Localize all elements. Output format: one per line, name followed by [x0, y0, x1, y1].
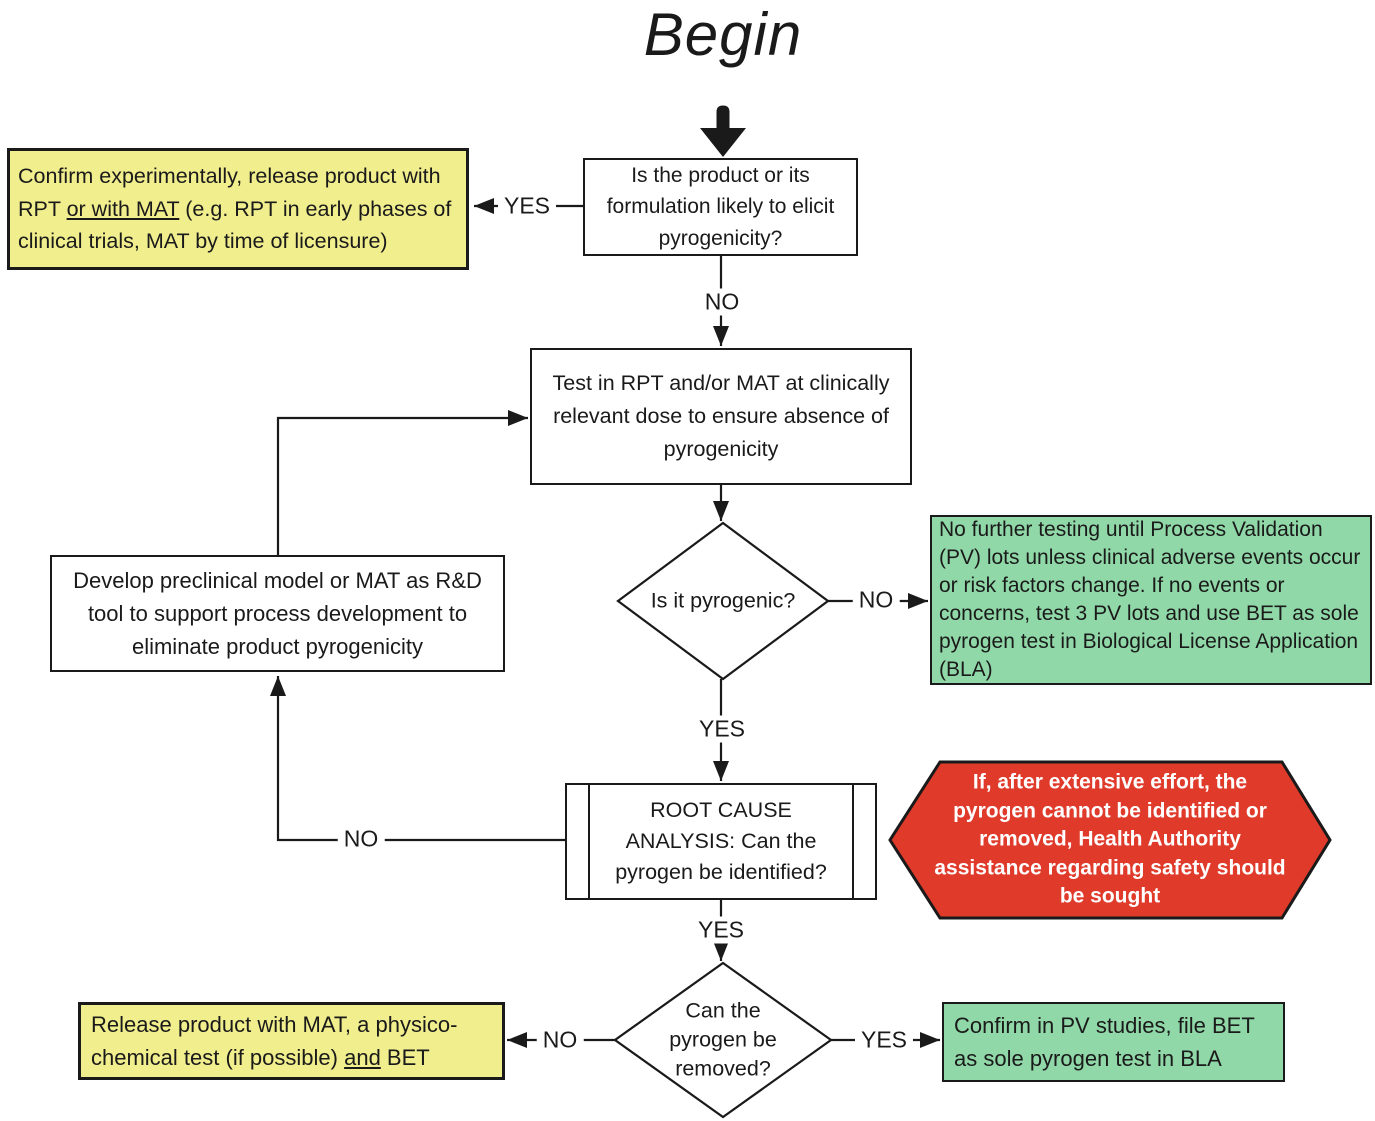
edge-label-no-q1: NO	[698, 288, 746, 316]
edge-label-no-rootcause: NO	[337, 825, 385, 853]
node-question-pyrogenicity-text: Is the product or its formulation likely…	[606, 164, 835, 250]
node-test-rpt-mat: Test in RPT and/or MAT at clinically rel…	[530, 348, 912, 485]
node-no-further-testing: No further testing until Process Validat…	[930, 515, 1372, 685]
release-mat-text-after: BET	[380, 1045, 430, 1070]
node-release-with-mat: Release product with MAT, a physico-chem…	[78, 1002, 505, 1080]
node-question-pyrogenicity: Is the product or its formulation likely…	[583, 158, 858, 256]
diamond-is-it-pyrogenic-text: Is it pyrogenic?	[650, 588, 796, 613]
edge-label-yes-rootcause: YES	[691, 916, 751, 944]
edge-label-yes-q1: YES	[497, 192, 557, 220]
diamond-can-pyrogen-be-removed-text: Can the pyrogen be removed?	[669, 998, 777, 1081]
node-develop-preclinical-model: Develop preclinical model or MAT as R&D …	[50, 555, 505, 672]
node-root-cause-analysis-text: ROOT CAUSE ANALYSIS: Can the pyrogen be …	[615, 797, 827, 885]
node-confirm-release-text: Confirm experimentally, release product …	[18, 160, 458, 258]
begin-arrow-icon	[700, 105, 746, 157]
predefined-process-bar-left	[567, 785, 590, 898]
node-no-further-testing-text: No further testing until Process Validat…	[939, 518, 1361, 681]
node-test-rpt-mat-text: Test in RPT and/or MAT at clinically rel…	[552, 371, 890, 461]
node-confirm-pv-studies-text: Confirm in PV studies, file BET as sole …	[954, 1013, 1255, 1071]
release-mat-text-underlined: and	[344, 1045, 381, 1070]
edge-develop-feedback-test	[276, 410, 528, 555]
hexagon-health-authority-note-text: If, after extensive effort, the pyrogen …	[934, 770, 1286, 908]
confirm-release-text-after: (e.g. RPT in early phases of clinical tr…	[18, 196, 452, 254]
edge-label-yes-diamond1: YES	[692, 715, 752, 743]
node-confirm-pv-studies: Confirm in PV studies, file BET as sole …	[942, 1002, 1285, 1082]
confirm-release-text-before: Confirm experimentally, release product …	[18, 163, 441, 221]
edge-label-yes-diamond2: YES	[854, 1026, 914, 1054]
diamond-is-it-pyrogenic	[616, 521, 830, 681]
hexagon-health-authority-note	[888, 760, 1332, 920]
node-root-cause-analysis: ROOT CAUSE ANALYSIS: Can the pyrogen be …	[565, 783, 877, 900]
edge-label-no-diamond2: NO	[536, 1026, 584, 1054]
confirm-release-text-underlined: or with MAT	[66, 196, 180, 221]
page-title: Begin	[643, 1, 803, 68]
node-release-with-mat-text: Release product with MAT, a physico-chem…	[91, 1008, 492, 1074]
edge-rootcause-no-develop	[270, 676, 565, 842]
node-confirm-release: Confirm experimentally, release product …	[7, 148, 469, 270]
diamond-can-pyrogen-be-removed	[613, 961, 833, 1119]
release-mat-text-before: Release product with MAT, a physico-chem…	[91, 1012, 458, 1070]
edge-label-no-diamond1: NO	[852, 586, 900, 614]
predefined-process-bar-right	[852, 785, 875, 898]
node-develop-preclinical-model-text: Develop preclinical model or MAT as R&D …	[73, 568, 482, 659]
